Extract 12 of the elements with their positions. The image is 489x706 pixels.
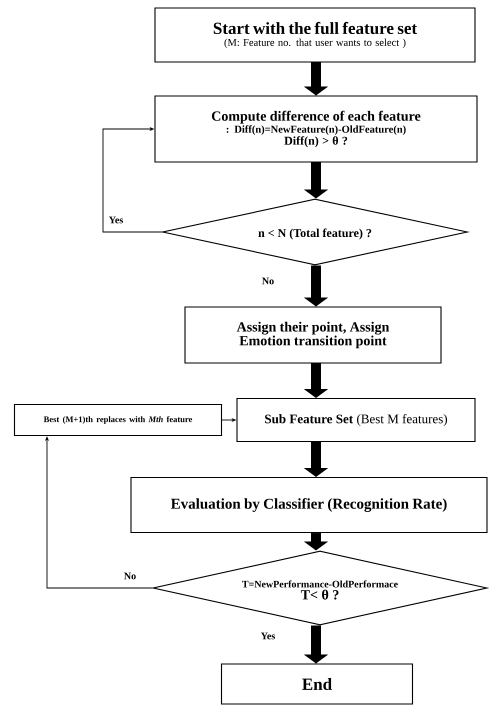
edge-label: No bbox=[260, 276, 276, 286]
edge-label: Yes bbox=[108, 216, 124, 224]
edge-label: No bbox=[122, 572, 138, 580]
process-box: Best (M+1)th replaces with Mth feature bbox=[14, 404, 222, 436]
process-box: Compute difference of each feature : Diff(n)=NewFeature(n)-OldFeature(n) Diff(n) > θ ? bbox=[154, 95, 478, 163]
process-box: End bbox=[220, 663, 414, 705]
process-box: Assign their point, Assign Emotion transition point bbox=[184, 306, 442, 364]
process-box: Sub Feature Set (Best M features) bbox=[236, 398, 476, 442]
edge-label: Yes bbox=[260, 632, 276, 640]
process-box: Evaluation by Classifier (Recognition Rate) bbox=[130, 476, 488, 534]
process-box: Start with the full feature set (M: Feature no. that user wants to select ) bbox=[154, 7, 476, 63]
arrow bbox=[102, 126, 162, 232]
